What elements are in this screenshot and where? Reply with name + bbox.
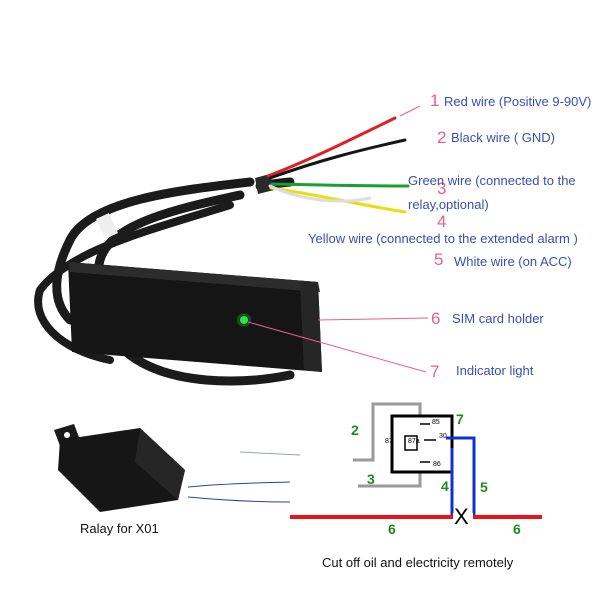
- diagram-mark-5: 5: [480, 479, 488, 495]
- pin-30: 30: [439, 433, 447, 440]
- diagram-mark-2: 2: [351, 422, 359, 438]
- pin-87a: 87a: [408, 438, 420, 445]
- relay-wiring-diagram: [290, 402, 542, 522]
- wire-number-2: 2: [437, 128, 447, 147]
- pin-87: 87: [385, 438, 393, 445]
- diagram-mark-4: 4: [441, 478, 449, 494]
- diagram-mark-3: 3: [367, 471, 375, 487]
- wire-number-7: 7: [430, 362, 440, 381]
- pin-86: 86: [433, 461, 441, 468]
- sim-card-holder-label: SIM card holder: [452, 311, 544, 326]
- wire-number-3: 3: [437, 179, 447, 198]
- diagram-mark-7: 7: [456, 411, 464, 427]
- diagram-mark-6-right: 6: [513, 521, 521, 537]
- white-wire-label: White wire (on ACC): [454, 254, 572, 269]
- cut-mark: X: [454, 504, 469, 529]
- wire-number-6: 6: [431, 309, 441, 328]
- indicator-light-label: Indicator light: [456, 363, 534, 378]
- wire-number-1: 1: [430, 91, 440, 110]
- wire-number-4: 4: [437, 212, 447, 231]
- diagram-mark-6-left: 6: [388, 521, 396, 537]
- yellow-wire-label: Yellow wire (connected to the extended a…: [308, 231, 578, 246]
- pin-85: 85: [432, 419, 440, 426]
- red-wire-label: Red wire (Positive 9-90V): [444, 94, 592, 109]
- relay-photo: [54, 424, 185, 512]
- green-wire-label: Green wire (connected to the: [408, 173, 576, 188]
- black-wire-label: Black wire ( GND): [451, 130, 556, 145]
- wire-number-5: 5: [434, 250, 444, 269]
- green-wire-label-line2: relay,optional): [408, 197, 489, 212]
- relay-caption: Ralay for X01: [80, 521, 159, 536]
- diagram-caption: Cut off oil and electricity remotely: [322, 555, 514, 570]
